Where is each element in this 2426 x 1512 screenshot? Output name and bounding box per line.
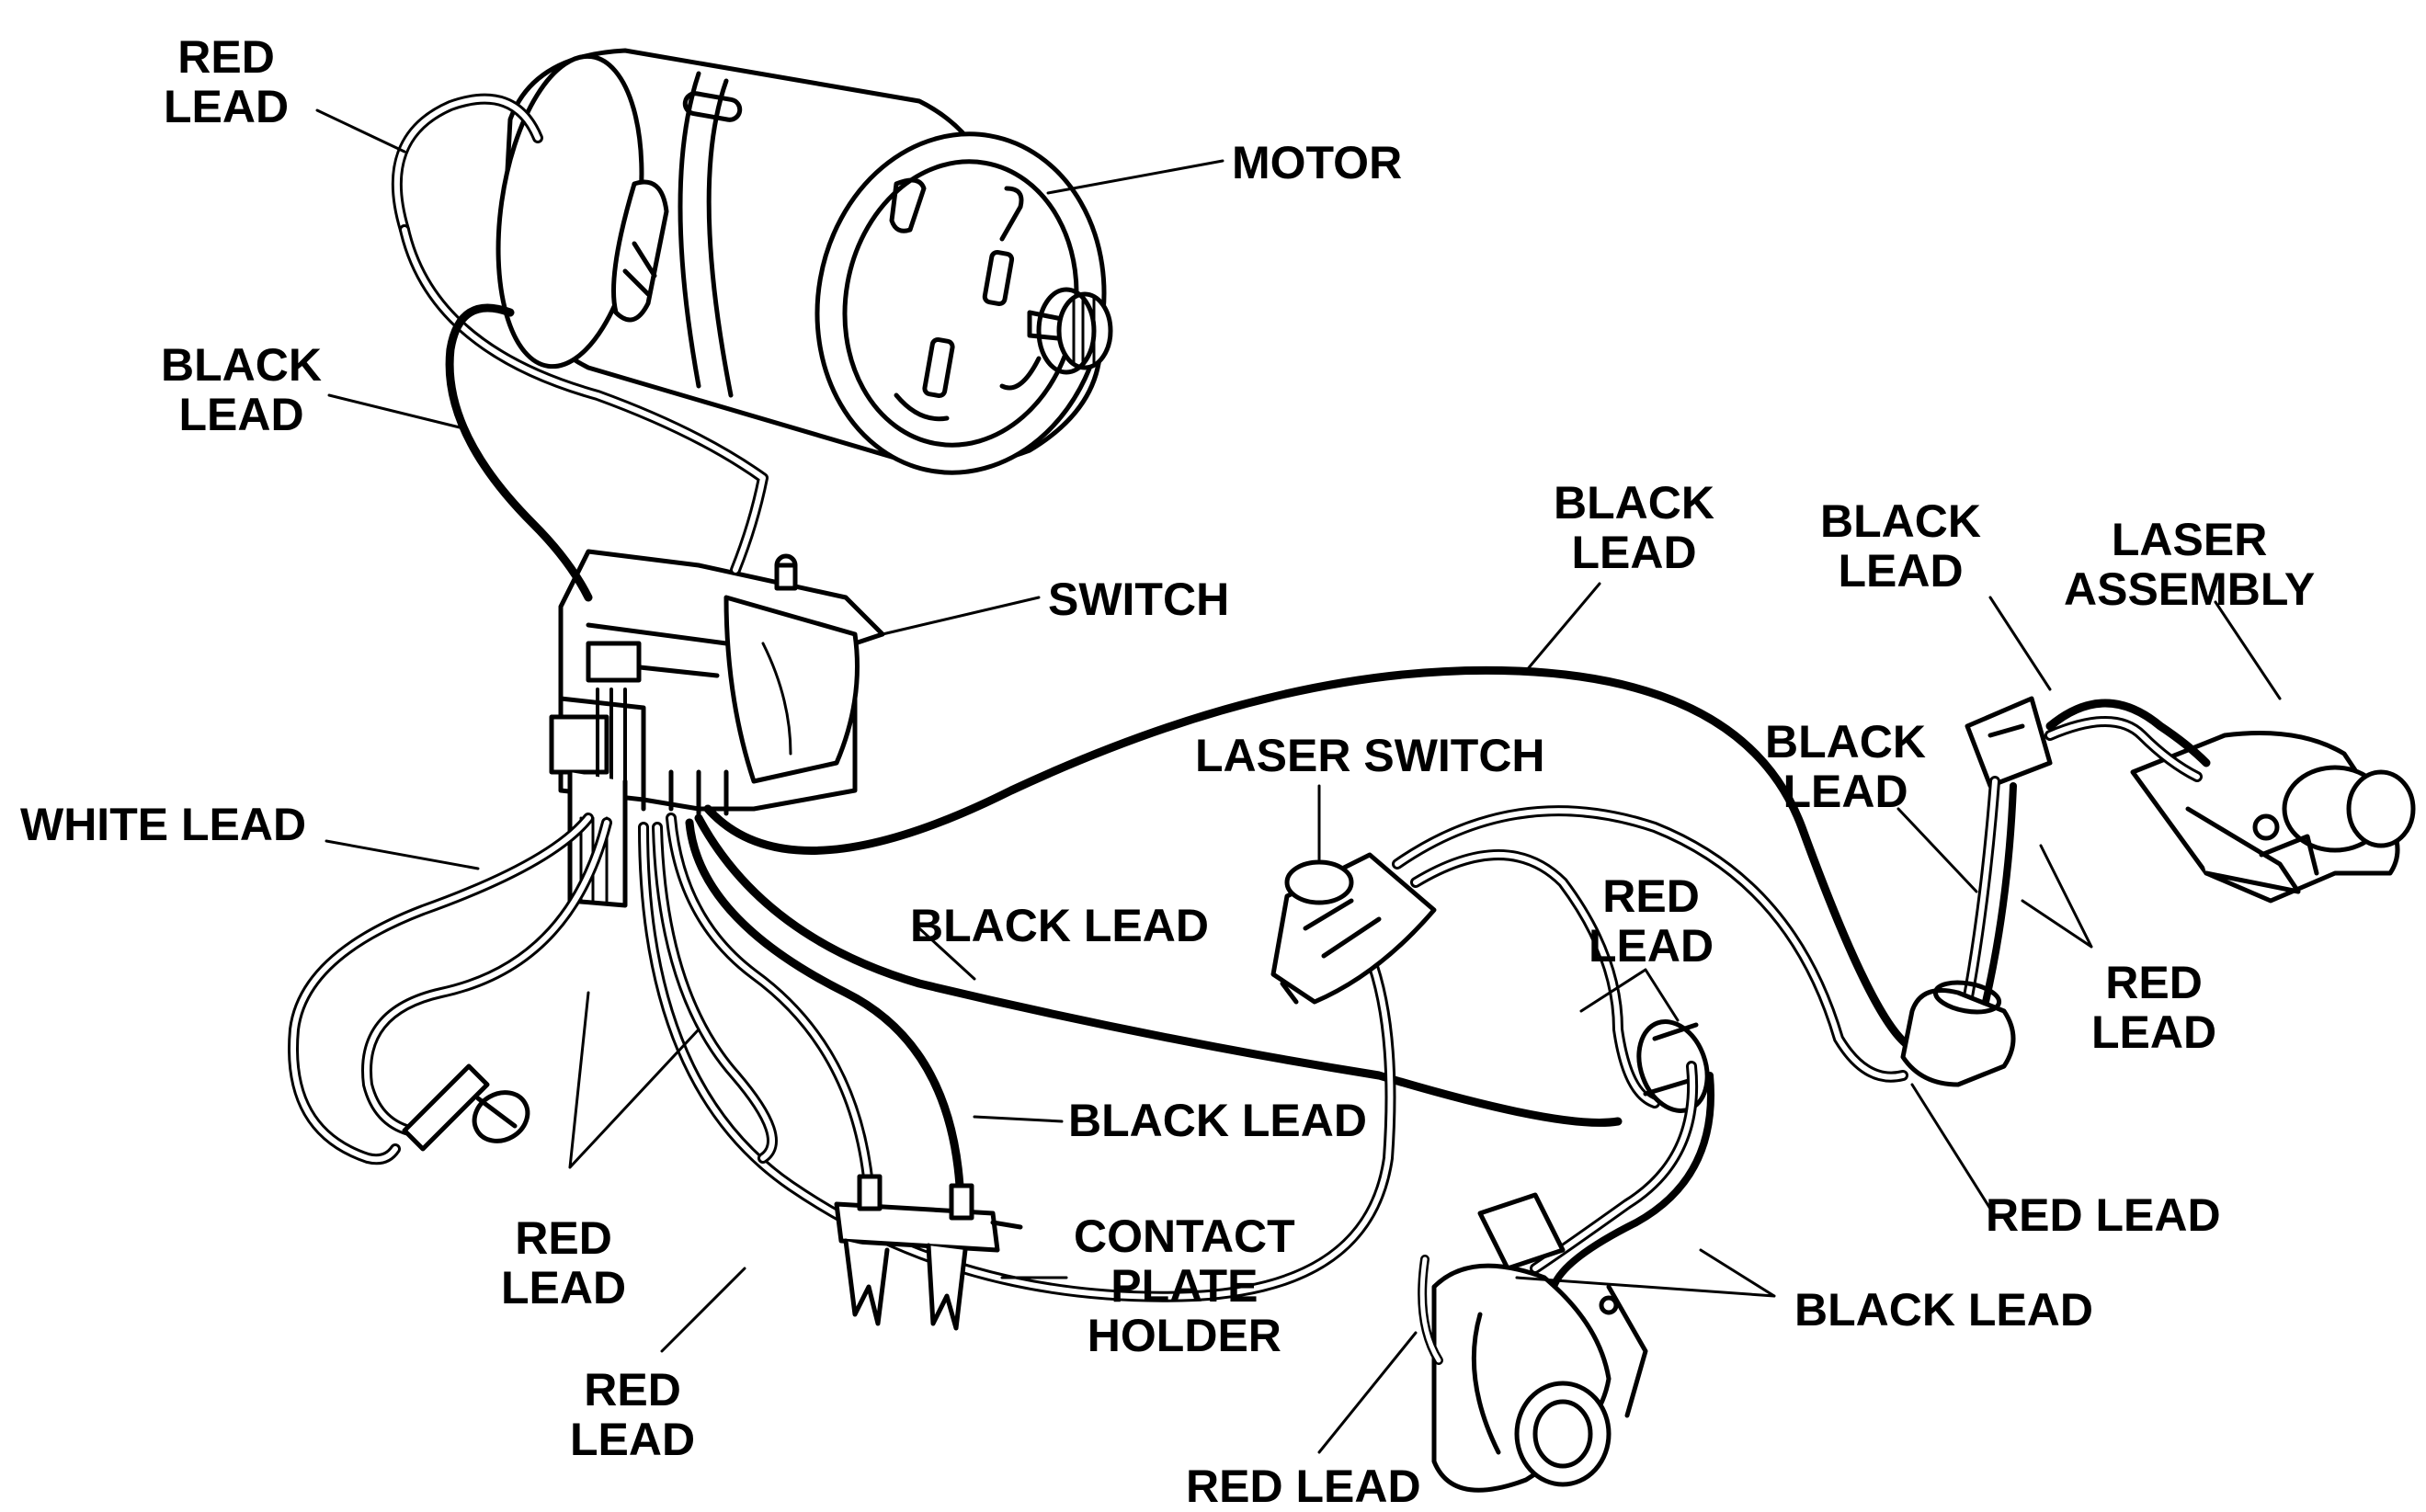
label-red-lead-center: RED LEAD bbox=[1589, 870, 1714, 972]
label-black-lead-upper-mid: BLACK LEAD bbox=[1554, 477, 1714, 578]
upper-laser-black-lead bbox=[2045, 699, 2211, 767]
label-black-lead-right-mid: BLACK LEAD bbox=[1765, 716, 1926, 817]
motor-pinion bbox=[1056, 291, 1113, 370]
laser-switch-component bbox=[1270, 852, 1437, 1005]
ferrite-bead bbox=[1900, 980, 2016, 1087]
label-red-lead-left: RED LEAD bbox=[501, 1212, 627, 1313]
black-lead-center bbox=[694, 813, 1623, 1127]
upper-laser-connector bbox=[1965, 696, 2053, 789]
black-lead-motor bbox=[445, 303, 593, 602]
label-black-lead-motor: BLACK LEAD bbox=[161, 339, 322, 440]
upper-laser-assembly bbox=[1965, 696, 2416, 904]
black-lead-long bbox=[703, 665, 1917, 1052]
label-red-lead-lower-left: RED LEAD bbox=[570, 1364, 696, 1465]
label-red-lead-right: RED LEAD bbox=[2091, 957, 2217, 1058]
lower-laser-assembly bbox=[1418, 1192, 1648, 1493]
label-red-lead-bottom: RED LEAD bbox=[1186, 1461, 1421, 1512]
label-black-lead-upper-right: BLACK LEAD bbox=[1820, 495, 1981, 597]
motor-vent-slot-2 bbox=[682, 91, 743, 122]
label-red-lead-bottom-right: RED LEAD bbox=[1986, 1189, 2221, 1241]
label-black-lead-center: BLACK LEAD bbox=[910, 900, 1209, 951]
label-black-lead-contact: BLACK LEAD bbox=[1068, 1095, 1367, 1146]
contact-plate-holder bbox=[834, 1174, 1023, 1331]
label-laser-switch: LASER SWITCH bbox=[1195, 730, 1545, 781]
label-motor: MOTOR bbox=[1232, 137, 1403, 188]
black-lead-contact bbox=[685, 818, 965, 1209]
label-contact-plate-holder: CONTACT PLATE HOLDER bbox=[1074, 1211, 1295, 1361]
motor bbox=[495, 48, 1113, 475]
label-switch: SWITCH bbox=[1048, 574, 1230, 625]
lower-laser-black-lead bbox=[1550, 1072, 1714, 1290]
label-white-lead: WHITE LEAD bbox=[20, 799, 307, 850]
label-laser-assembly: LASER ASSEMBLY bbox=[2064, 514, 2316, 615]
white-lead-plug bbox=[402, 1063, 530, 1152]
leader-lines bbox=[315, 108, 2282, 1454]
red-lead-connector bbox=[1636, 1019, 1710, 1113]
switch-pin bbox=[596, 688, 627, 797]
label-black-lead-lower-right: BLACK LEAD bbox=[1794, 1284, 2093, 1336]
label-red-lead-top: RED LEAD bbox=[164, 31, 290, 132]
switch bbox=[549, 549, 885, 908]
switch-trigger bbox=[723, 595, 860, 784]
motor-front-slot bbox=[889, 177, 927, 233]
